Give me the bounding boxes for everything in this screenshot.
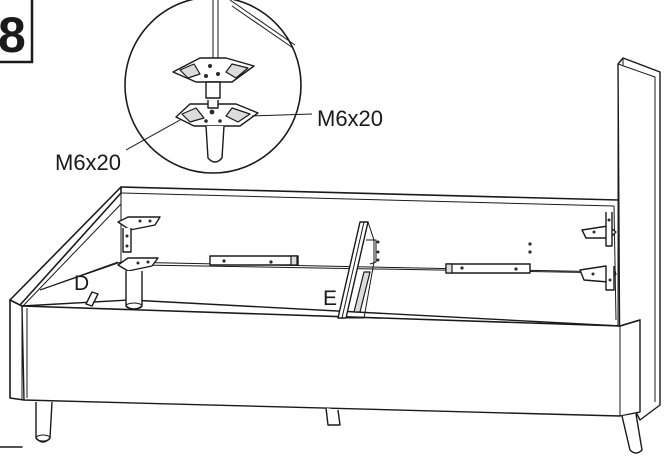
back-rail-top	[120, 186, 619, 201]
corner-bracket-left-upper	[117, 216, 161, 253]
corner-bracket-right-lower	[579, 265, 617, 291]
leader-line-left	[125, 119, 181, 151]
left-rail-top	[9, 186, 122, 306]
detail-magnifier	[124, 0, 313, 174]
step-badge: 8	[0, 0, 34, 64]
part-d-bracket	[85, 291, 99, 307]
magnified-bracket-lower	[175, 100, 259, 127]
leg-center	[325, 407, 341, 426]
front-rail	[9, 299, 641, 417]
part-label-e: E	[323, 287, 337, 310]
part-label-d: D	[74, 272, 89, 295]
corner-bracket-right-upper	[581, 212, 617, 247]
slat-bracket-right	[445, 242, 532, 274]
slat-bracket-left	[209, 255, 299, 266]
step-number: 8	[0, 7, 26, 63]
corner-bracket-left-lower	[117, 257, 159, 310]
center-beam	[337, 221, 380, 319]
leg-front-left	[35, 401, 53, 443]
magnified-leg	[205, 125, 225, 163]
screw-callout-left: M6x20	[55, 150, 121, 175]
bed-frame	[9, 57, 661, 454]
leader-line-right	[251, 113, 313, 117]
screw-callout-right: M6x20	[317, 106, 383, 131]
leg-front-right	[621, 413, 643, 454]
magnified-bracket-upper	[172, 57, 255, 99]
